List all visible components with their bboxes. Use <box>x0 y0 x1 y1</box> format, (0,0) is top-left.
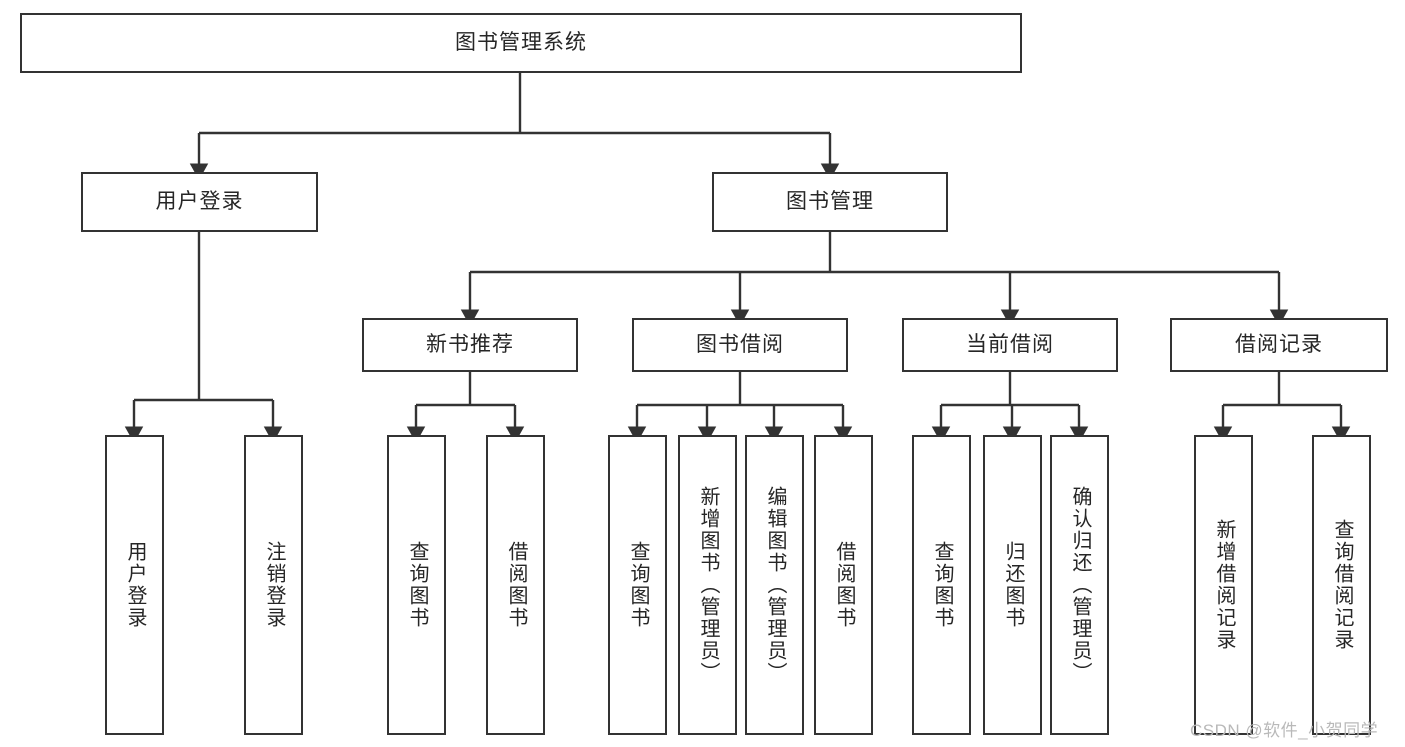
node-user-login[interactable]: 用户登录 <box>81 172 318 232</box>
node-label: 借阅图书 <box>505 541 527 629</box>
node-leaf-logout[interactable]: 注销登录 <box>244 435 303 735</box>
node-new-book-recommend[interactable]: 新书推荐 <box>362 318 578 372</box>
node-leaf-borrow-book-2[interactable]: 借阅图书 <box>814 435 873 735</box>
node-leaf-query-book-2[interactable]: 查询图书 <box>608 435 667 735</box>
node-label: 查询图书 <box>627 541 649 629</box>
node-label: 确认归还（管理员） <box>1069 486 1091 684</box>
node-leaf-edit-book[interactable]: 编辑图书（管理员） <box>745 435 804 735</box>
node-leaf-add-record[interactable]: 新增借阅记录 <box>1194 435 1253 735</box>
node-label: 查询借阅记录 <box>1331 519 1353 651</box>
node-label: 借阅记录 <box>1235 333 1323 357</box>
node-label: 图书管理 <box>786 190 874 214</box>
node-label: 编辑图书（管理员） <box>764 486 786 684</box>
node-leaf-user-login[interactable]: 用户登录 <box>105 435 164 735</box>
node-leaf-add-book[interactable]: 新增图书（管理员） <box>678 435 737 735</box>
node-leaf-confirm-return[interactable]: 确认归还（管理员） <box>1050 435 1109 735</box>
node-label: 新增借阅记录 <box>1213 519 1235 651</box>
connector-paths <box>124 73 1351 444</box>
node-label: 新增图书（管理员） <box>697 486 719 684</box>
node-leaf-query-book-1[interactable]: 查询图书 <box>387 435 446 735</box>
node-borrow-record[interactable]: 借阅记录 <box>1170 318 1388 372</box>
node-label: 当前借阅 <box>966 333 1054 357</box>
node-leaf-query-record[interactable]: 查询借阅记录 <box>1312 435 1371 735</box>
node-label: 用户登录 <box>155 190 244 214</box>
node-label: 图书管理系统 <box>455 31 587 55</box>
node-leaf-borrow-book-1[interactable]: 借阅图书 <box>486 435 545 735</box>
node-label: 图书借阅 <box>696 333 784 357</box>
node-label: 查询图书 <box>931 541 953 629</box>
node-leaf-return-book[interactable]: 归还图书 <box>983 435 1042 735</box>
node-label: 注销登录 <box>263 541 285 629</box>
node-book-manage[interactable]: 图书管理 <box>712 172 948 232</box>
node-leaf-query-book-3[interactable]: 查询图书 <box>912 435 971 735</box>
node-label: 新书推荐 <box>426 333 514 357</box>
node-book-borrow[interactable]: 图书借阅 <box>632 318 848 372</box>
node-label: 借阅图书 <box>833 541 855 629</box>
node-current-borrow[interactable]: 当前借阅 <box>902 318 1118 372</box>
node-label: 归还图书 <box>1002 541 1024 629</box>
node-label: 用户登录 <box>124 541 146 629</box>
node-root[interactable]: 图书管理系统 <box>20 13 1022 73</box>
node-label: 查询图书 <box>406 541 428 629</box>
